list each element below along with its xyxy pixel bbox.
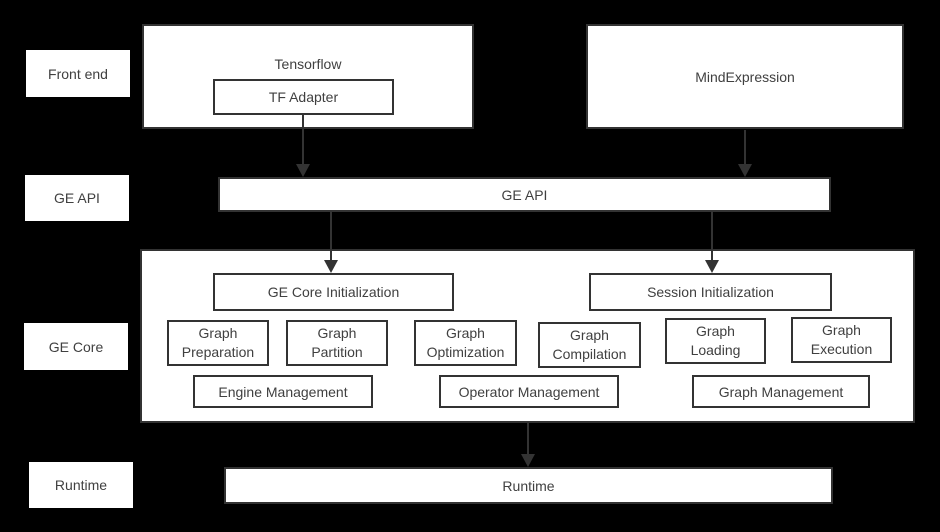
arrow-head-icon: [521, 454, 535, 467]
ge-core-initialization-label: GE Core Initialization: [267, 284, 400, 300]
tensorflow-label: Tensorflow: [274, 56, 342, 72]
arrow-head-icon: [296, 164, 310, 177]
graph-partition-label: Graph Partition: [311, 325, 363, 360]
ge-api-bar: GE API: [218, 177, 831, 212]
operator-management-box: Operator Management: [439, 375, 619, 408]
arrow-head-icon: [705, 260, 719, 273]
layer-label-ge-api-text: GE API: [54, 190, 100, 206]
operator-management-label: Operator Management: [458, 383, 600, 400]
graph-management-label: Graph Management: [718, 383, 844, 400]
runtime-bar: Runtime: [224, 467, 833, 504]
engine-management-label: Engine Management: [218, 383, 348, 400]
layer-label-front-end-text: Front end: [48, 65, 108, 82]
arrow-line: [527, 423, 529, 456]
arrow-head-icon: [324, 260, 338, 273]
runtime-bar-label: Runtime: [502, 477, 555, 494]
mindexpression-box: MindExpression: [586, 24, 904, 129]
arrow-ge-api-to-ge-core-init: [324, 212, 338, 273]
arrow-line: [302, 114, 304, 166]
ge-core-initialization-box: GE Core Initialization: [213, 273, 454, 311]
arrow-tf-adapter-to-ge-api: [296, 114, 310, 177]
mindexpression-label: MindExpression: [695, 68, 795, 85]
graph-management-box: Graph Management: [692, 375, 870, 408]
arrow-line: [330, 212, 332, 262]
tensorflow-box: Tensorflow TF Adapter: [142, 24, 474, 129]
arrow-ge-api-to-session-init: [705, 212, 719, 273]
graph-loading-box: Graph Loading: [665, 318, 766, 364]
ge-api-bar-label: GE API: [501, 186, 548, 203]
layer-label-ge-core-text: GE Core: [48, 338, 104, 355]
tf-adapter-box: TF Adapter: [213, 79, 394, 115]
layer-label-ge-api: GE API: [25, 175, 129, 221]
arrow-head-icon: [738, 164, 752, 177]
layer-label-ge-core: GE Core: [24, 323, 128, 370]
session-initialization-label: Session Initialization: [647, 284, 774, 300]
arrow-line: [744, 130, 746, 166]
layer-label-runtime: Runtime: [29, 462, 133, 508]
session-initialization-box: Session Initialization: [589, 273, 832, 311]
arrow-line: [711, 212, 713, 262]
graph-execution-box: Graph Execution: [791, 317, 892, 363]
graph-preparation-label: Graph Preparation: [181, 325, 255, 360]
graph-preparation-box: Graph Preparation: [167, 320, 269, 366]
graph-partition-box: Graph Partition: [286, 320, 388, 366]
graph-execution-label: Graph Execution: [810, 322, 873, 357]
graph-compilation-label: Graph Compilation: [552, 327, 627, 362]
arrow-mindexpression-to-ge-api: [738, 130, 752, 177]
graph-compilation-box: Graph Compilation: [538, 322, 641, 368]
layer-label-front-end: Front end: [26, 50, 130, 97]
arrow-ge-core-to-runtime: [521, 423, 535, 467]
tf-adapter-label: TF Adapter: [268, 89, 339, 105]
ge-core-box: GE Core Initialization Session Initializ…: [140, 249, 915, 423]
graph-loading-label: Graph Loading: [690, 323, 741, 358]
layer-label-runtime-text: Runtime: [54, 477, 108, 493]
graph-optimization-box: Graph Optimization: [414, 320, 517, 366]
engine-management-box: Engine Management: [193, 375, 373, 408]
graph-optimization-label: Graph Optimization: [426, 325, 505, 360]
